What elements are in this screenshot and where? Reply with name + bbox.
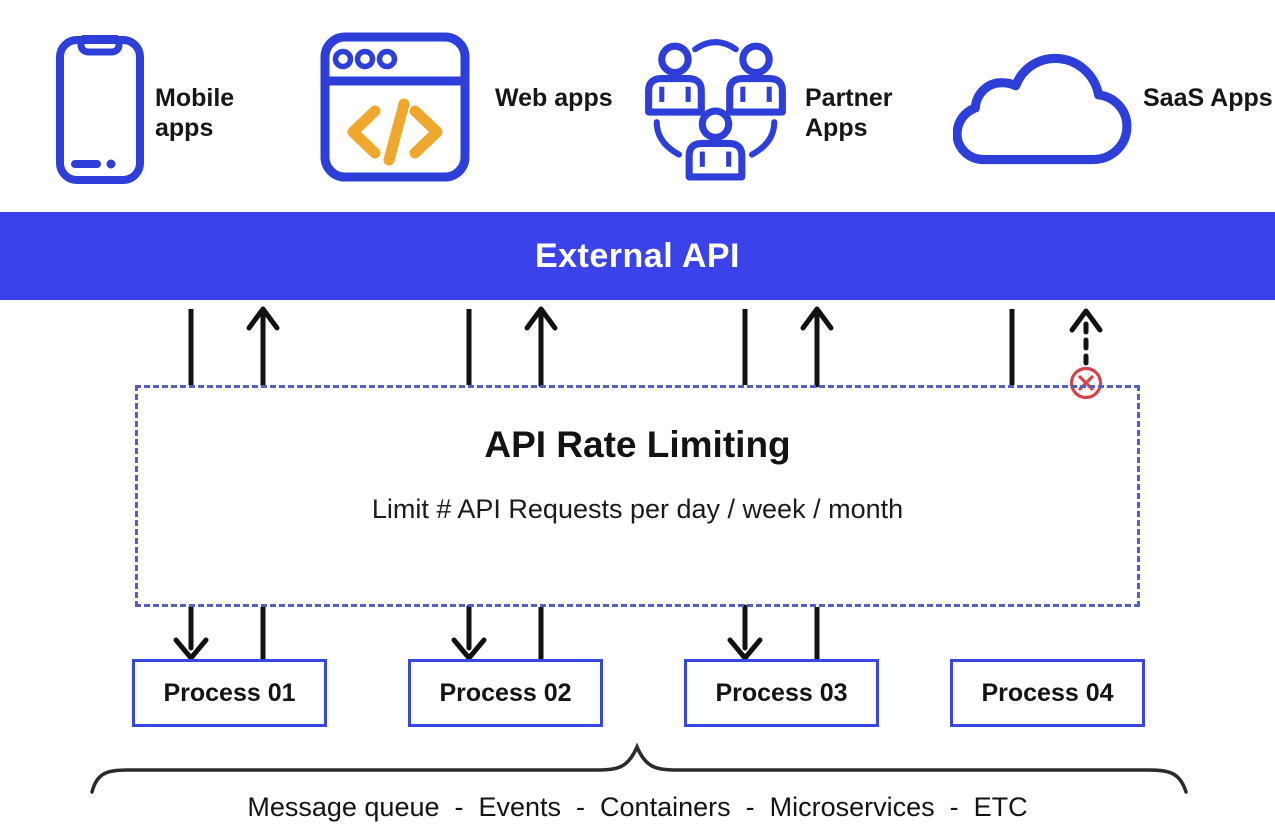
process-box-04: Process 04 [950,659,1145,727]
blocked-response-arrow [1069,308,1103,366]
rate-limiter-box: API Rate Limiting Limit # API Requests p… [135,385,1140,607]
process-box-02: Process 02 [408,659,603,727]
web-browser-code-icon [320,32,470,182]
rate-limiter-subtitle: Limit # API Requests per day / week / mo… [371,494,904,524]
process-box-03: Process 03 [684,659,879,727]
external-api-label: External API [534,236,741,275]
cloud-icon [953,53,1132,165]
response-arrow-1 [246,306,280,388]
response-arrow-3 [800,306,834,388]
process-box-01: Process 01 [132,659,327,727]
external-api-banner: External API [0,212,1275,300]
mobile-phone-icon [56,35,144,184]
process-label-02: Process 02 [439,678,572,707]
rate-limiter-title: API Rate Limiting [484,424,791,465]
process-label-03: Process 03 [715,678,848,707]
curly-brace [90,742,1188,794]
process-in-arrow-2 [451,604,487,661]
process-label-04: Process 04 [981,678,1114,707]
response-arrows [246,306,1103,388]
client-label-partner-apps: Partner Apps [805,84,893,142]
backends-label: Message queue - Events - Containers - Mi… [247,792,1028,822]
process-label-01: Process 01 [163,678,296,707]
process-out-lines [260,607,820,659]
client-label-mobile-apps: Mobile apps [155,84,235,142]
process-in-arrow-1 [173,604,209,661]
process-in-arrow-3 [727,604,763,661]
client-label-web-apps: Web apps [495,84,613,112]
request-lines [188,309,1015,385]
process-in-arrows [173,604,763,661]
response-arrow-2 [524,306,558,388]
partner-users-network-icon [645,39,786,181]
client-label-saas-apps: SaaS Apps [1143,84,1273,112]
